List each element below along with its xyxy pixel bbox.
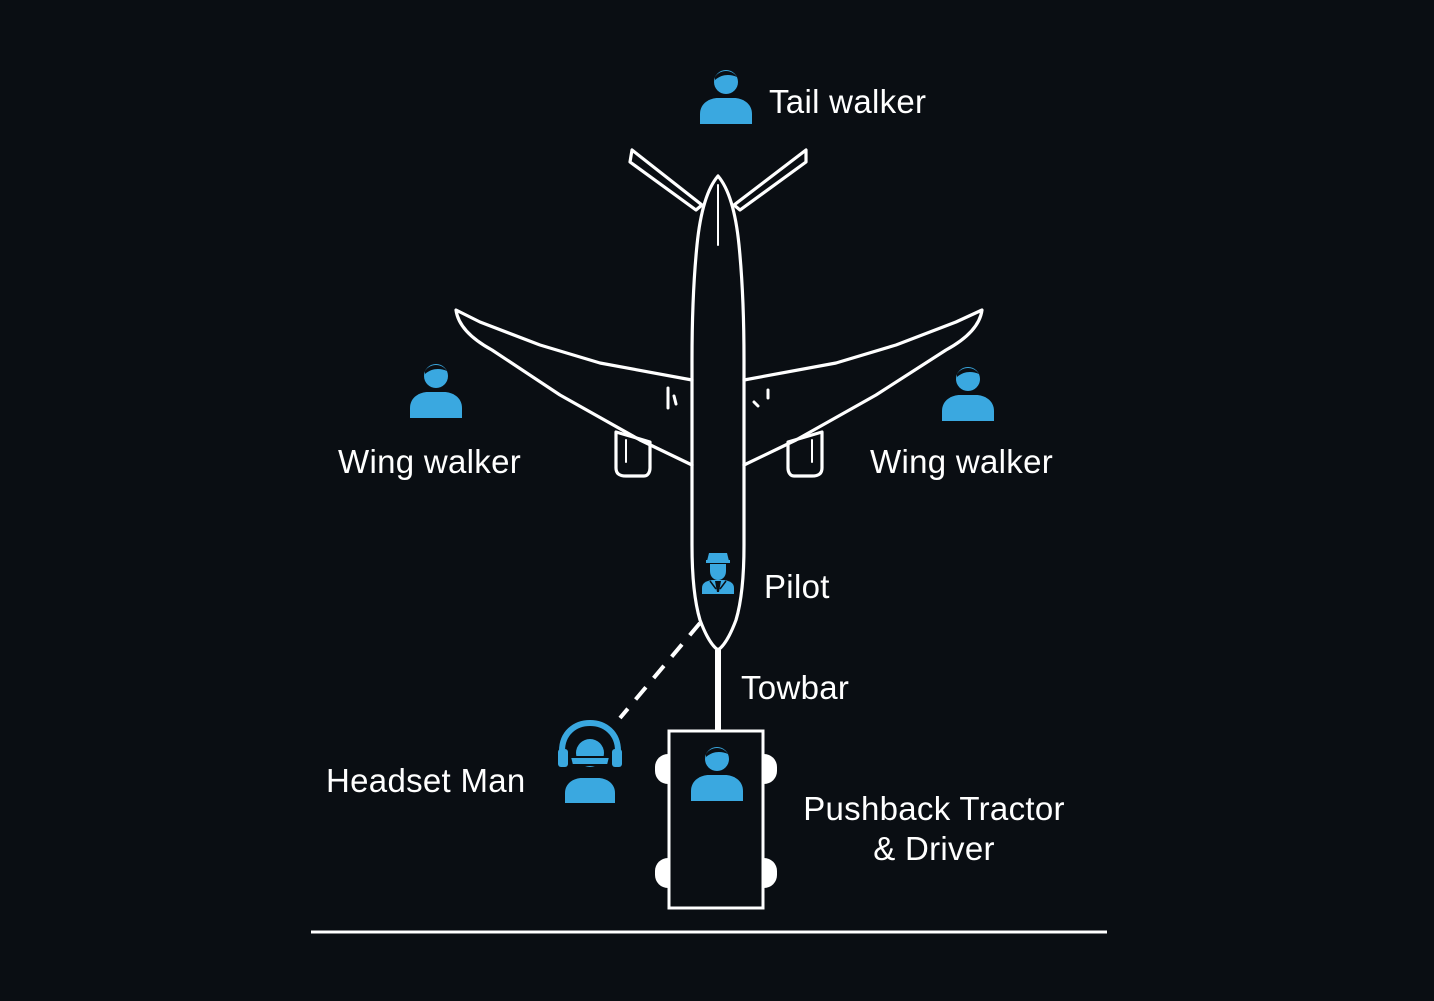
headset-person-icon xyxy=(558,719,622,803)
pilot-label: Pilot xyxy=(764,568,830,605)
wing-walker-left-label: Wing walker xyxy=(338,443,522,480)
headset-man-label: Headset Man xyxy=(326,762,526,799)
aircraft-left-engine xyxy=(614,430,652,478)
tail-walker-person-icon xyxy=(700,70,752,124)
aircraft-left-gear xyxy=(666,386,678,410)
wing-walker-right-label: Wing walker xyxy=(870,443,1054,480)
aircraft-outline xyxy=(454,148,984,652)
wing-walker-right-person-icon xyxy=(942,367,994,421)
pushback-tractor-label-line2: & Driver xyxy=(873,830,995,867)
aircraft-right-stabilizer xyxy=(732,148,808,212)
pushback-tractor-label-line1: Pushback Tractor xyxy=(803,790,1065,827)
pushback-tractor-label: Pushback Tractor & Driver xyxy=(795,789,1073,869)
tail-walker-label: Tail walker xyxy=(769,83,927,120)
aircraft-left-stabilizer xyxy=(628,148,704,212)
aircraft-left-wing xyxy=(454,308,694,467)
aircraft-right-gear xyxy=(752,388,770,408)
pilot-icon xyxy=(702,553,734,594)
aircraft-right-engine xyxy=(786,430,824,478)
aircraft-right-wing xyxy=(742,308,984,467)
headset-cord-line xyxy=(618,621,702,720)
wing-walker-left-person-icon xyxy=(410,364,462,418)
towbar-label: Towbar xyxy=(741,669,850,706)
